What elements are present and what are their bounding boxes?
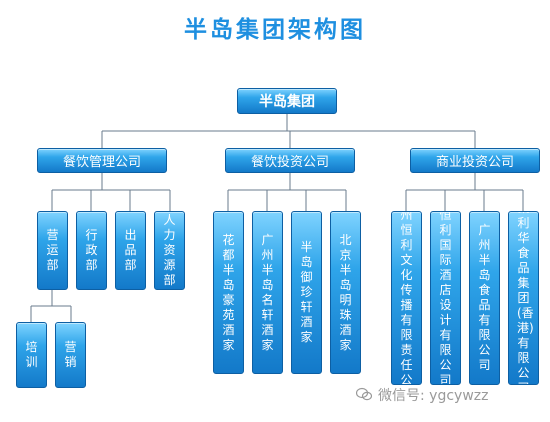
dept-production: 出品部 (115, 211, 146, 290)
division-catering-management: 餐饮管理公司 (37, 148, 167, 173)
restaurant-beijing-mingzhu: 北京半岛明珠酒家 (330, 211, 361, 374)
subdept-training: 培训 (16, 322, 47, 388)
company-hengli-hotel-design: 恒利国际酒店设计有限公司 (430, 211, 461, 385)
company-peninsula-food: 广州半岛食品有限公司 (469, 211, 500, 385)
restaurant-yuzhenxuan: 半岛御珍轩酒家 (291, 211, 322, 374)
division-commercial-investment: 商业投资公司 (410, 148, 540, 173)
company-kailihua-food: 凯利华食品集团(香港)有限公司 (508, 211, 539, 385)
dept-operations: 营运部 (37, 211, 68, 290)
restaurant-huadu: 花都半岛豪苑酒家 (213, 211, 244, 374)
dept-human-resources: 人力资源部 (154, 211, 185, 290)
dept-administration: 行政部 (76, 211, 107, 290)
company-hengli-culture: 广州恒利文化传播有限责任公司 (391, 211, 422, 385)
page-title: 半岛集团架构图 (184, 17, 366, 43)
watermark: 微信号: ygcywzz (378, 388, 489, 404)
division-catering-investment: 餐饮投资公司 (225, 148, 355, 173)
wechat-icon (356, 387, 372, 401)
root-node: 半岛集团 (237, 88, 337, 114)
subdept-marketing: 营销 (55, 322, 86, 388)
restaurant-guangzhou-mingxuan: 广州半岛名轩酒家 (252, 211, 283, 374)
